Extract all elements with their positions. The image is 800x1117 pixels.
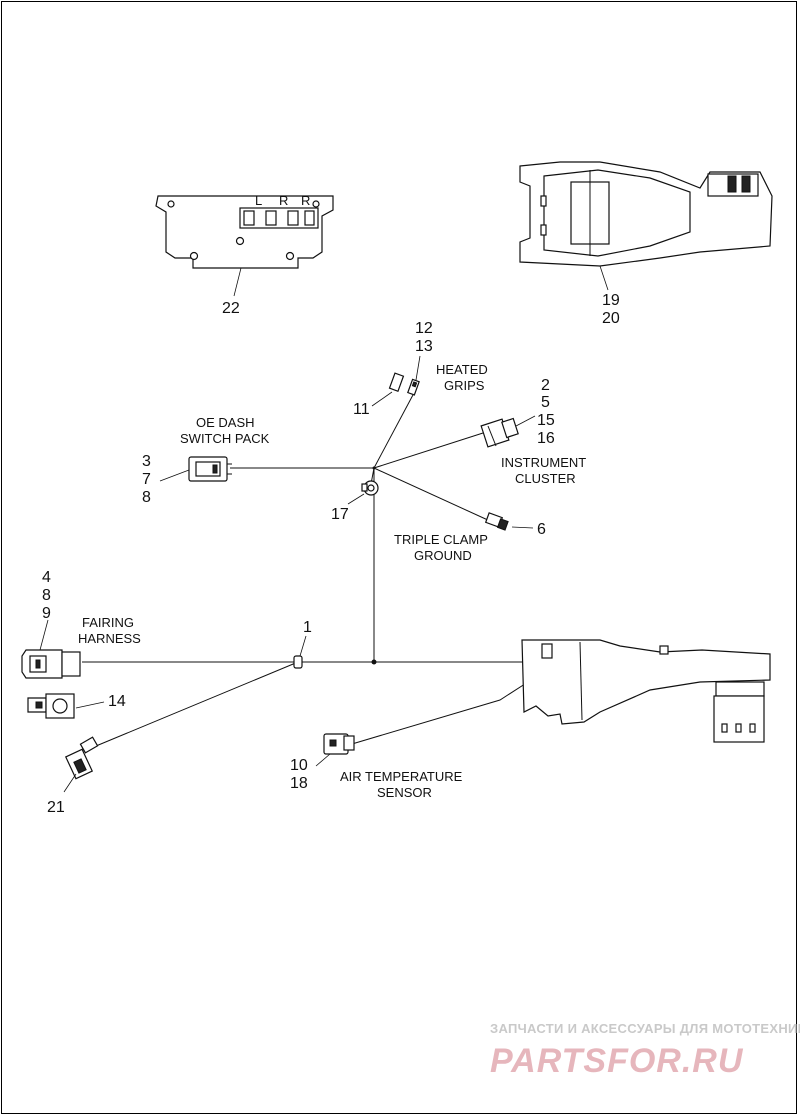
instrument-cluster-label-1: INSTRUMENT (501, 455, 586, 470)
callout-16: 16 (537, 430, 555, 447)
watermark-logo: PARTSFOR.RU (490, 1042, 744, 1080)
callout-5: 5 (541, 394, 550, 411)
triple-clamp-label-2: GROUND (414, 548, 472, 563)
housing-part-19-20 (519, 161, 773, 267)
callout-17: 17 (331, 506, 349, 523)
callout-19: 19 (602, 292, 620, 309)
callout-10: 10 (290, 757, 308, 774)
callout-8a: 8 (142, 489, 151, 506)
connector-cap-14 (27, 693, 75, 719)
callout-21: 21 (47, 799, 65, 816)
heated-grips-label-1: HEATED (436, 362, 488, 377)
callout-1: 1 (303, 619, 312, 636)
switch-label-r2: R (301, 193, 310, 208)
watermark-line-1: ЗАПЧАСТИ И АКСЕССУАРЫ ДЛЯ МОТОТЕХНИКИ (490, 1021, 800, 1036)
callout-6: 6 (537, 521, 546, 538)
callout-7: 7 (142, 471, 151, 488)
switch-label-r1: R (279, 193, 288, 208)
fairing-label-2: HARNESS (78, 631, 141, 646)
callout-18: 18 (290, 775, 308, 792)
switch-label-l: L (255, 193, 262, 208)
wiring-harness (82, 392, 529, 747)
instrument-cluster-label-2: CLUSTER (515, 471, 576, 486)
callout-3: 3 (142, 453, 151, 470)
oe-dash-label-1: OE DASH (196, 415, 255, 430)
callout-13: 13 (415, 338, 433, 355)
callout-8b: 8 (42, 587, 51, 604)
triple-clamp-label-1: TRIPLE CLAMP (394, 532, 488, 547)
callout-11: 11 (353, 401, 370, 418)
heated-grips-label-2: GRIPS (444, 378, 485, 393)
heated-grips-connector (388, 372, 420, 396)
oe-dash-label-2: SWITCH PACK (180, 431, 270, 446)
callout-9: 9 (42, 605, 51, 622)
callout-20: 20 (602, 310, 620, 327)
air-temp-label-2: SENSOR (377, 785, 432, 800)
ring-terminal-17 (361, 480, 379, 496)
lower-housing (521, 639, 771, 743)
fairing-label-1: FAIRING (82, 615, 134, 630)
connector-21 (64, 736, 99, 780)
instrument-cluster-connector (480, 417, 519, 448)
watermark: ЗАПЧАСТИ И АКСЕССУАРЫ ДЛЯ МОТОТЕХНИКИ PA… (490, 1021, 800, 1080)
air-temp-label-1: AIR TEMPERATURE (340, 769, 463, 784)
air-temperature-sensor-connector (323, 733, 355, 755)
callout-22: 22 (222, 300, 240, 317)
oe-dash-switch-pack-connector (188, 456, 232, 482)
splice-1 (293, 655, 303, 669)
switch-bracket-part-22: L R R (155, 193, 334, 269)
fairing-harness-connector (21, 649, 81, 679)
callout-12: 12 (415, 320, 433, 337)
callout-14: 14 (108, 693, 126, 710)
triple-clamp-ground-connector (484, 512, 509, 531)
callout-2: 2 (541, 377, 550, 394)
callout-15: 15 (537, 412, 555, 429)
callout-4: 4 (42, 569, 51, 586)
